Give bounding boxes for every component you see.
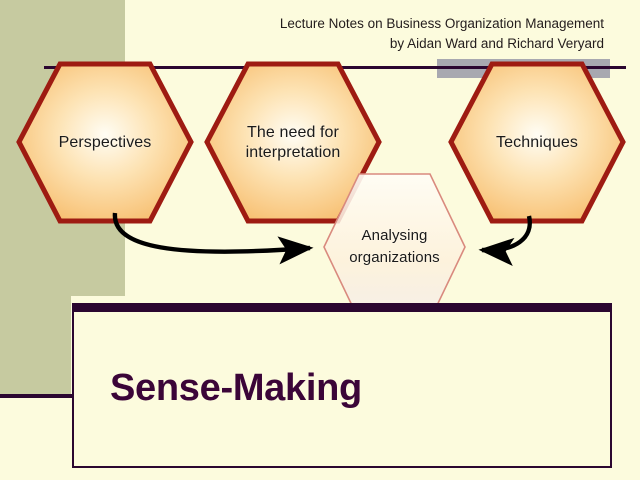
arrow-techniques-to-analysing	[478, 215, 532, 266]
sense-making-title: Sense-Making	[110, 367, 362, 409]
hexagon-label: Techniques	[496, 133, 578, 151]
hexagon-label: The need for interpretation	[245, 123, 341, 161]
hexagon-analysing-organizations[interactable]: Analysing organizations	[322, 172, 467, 322]
header-line-1: Lecture Notes on Business Organization M…	[279, 16, 604, 31]
header-line-2: by Aidan Ward and Richard Veryard	[389, 35, 604, 51]
hexagon-perspectives[interactable]: Perspectives	[15, 60, 195, 225]
hexagon-techniques[interactable]: Techniques	[447, 60, 627, 225]
arrow-perspectives-to-analysing	[112, 212, 314, 265]
hexagon-shape-icon	[16, 61, 194, 224]
hexagon-label: Perspectives	[58, 133, 152, 151]
olive-background-band-lower	[0, 296, 71, 395]
sense-making-box: Sense-Making	[72, 303, 612, 468]
hexagon-shape-icon	[448, 61, 626, 224]
left-horizontal-rule	[0, 394, 73, 398]
hexagon-label: Analysing organizations	[349, 227, 440, 266]
header-text: Lecture Notes on Business Organization M…	[280, 14, 604, 53]
